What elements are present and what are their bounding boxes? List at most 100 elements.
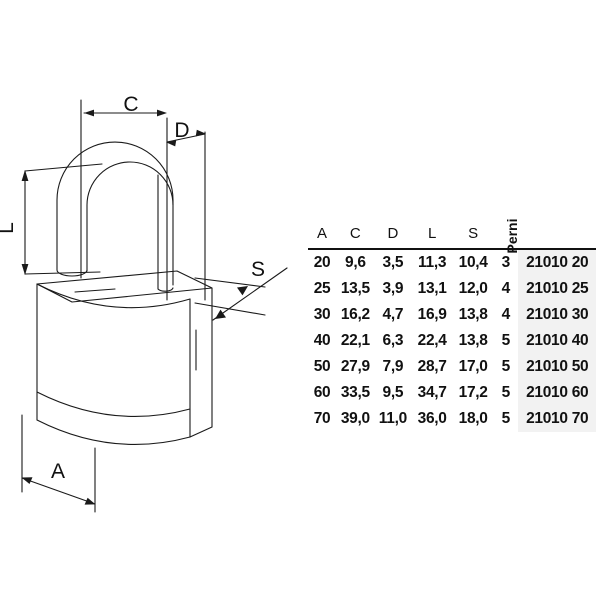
dim-label-s: S bbox=[251, 258, 265, 281]
dim-line-a bbox=[21, 477, 96, 505]
cell-s: 17,2 bbox=[458, 384, 488, 401]
cell-a: 25 bbox=[313, 280, 331, 297]
dim-arrow-c-right bbox=[157, 109, 167, 117]
perni-label: Perni bbox=[503, 218, 520, 254]
cell-s: 13,8 bbox=[458, 332, 488, 349]
cell-d: 3,9 bbox=[382, 280, 404, 297]
dim-label-l: L bbox=[0, 222, 18, 234]
cell-a: 70 bbox=[313, 410, 331, 427]
cell-code: 21010 30 bbox=[518, 302, 596, 328]
cell-a: 60 bbox=[313, 384, 331, 401]
shackle-outer-contour bbox=[56, 141, 174, 286]
ext-line-l-bottom bbox=[24, 271, 101, 275]
table-body: 20 9,6 3,5 11,3 10,4 3 21010 20 25 13,5 3,9 13,1 12… bbox=[308, 249, 596, 432]
table-row: 50 27,9 7,9 28,7 17,0 5 21010 50 bbox=[308, 354, 596, 380]
cell-code: 21010 70 bbox=[518, 406, 596, 432]
dim-arrow-a-left bbox=[21, 477, 33, 484]
cell-d: 11,0 bbox=[378, 410, 407, 427]
dim-arrow-d-right bbox=[195, 129, 206, 137]
table-header-row: A C D L S Perni bbox=[308, 200, 596, 254]
cell-c: 27,9 bbox=[340, 358, 370, 375]
dim-arrow-l-top bbox=[21, 170, 29, 181]
table-row: 40 22,1 6,3 22,4 13,8 5 21010 40 bbox=[308, 328, 596, 354]
cell-c: 33,5 bbox=[340, 384, 370, 401]
column-header-c: C bbox=[349, 225, 361, 242]
shackle-right-leg-cap bbox=[157, 287, 174, 292]
cell-c: 39,0 bbox=[340, 410, 370, 427]
table-row: 30 16,2 4,7 16,9 13,8 4 21010 30 bbox=[308, 302, 596, 328]
cell-perni: 4 bbox=[501, 280, 511, 297]
cell-c: 13,5 bbox=[340, 280, 370, 297]
shackle-inner-contour bbox=[86, 161, 174, 272]
cell-code: 21010 60 bbox=[518, 380, 596, 406]
cell-a: 20 bbox=[313, 254, 331, 271]
cell-l: 28,7 bbox=[417, 358, 447, 375]
specs-table: A C D L S Perni 20 9,6 3,5 11,3 10,4 3 21010 2… bbox=[308, 200, 596, 432]
body-front-bottom-curve bbox=[36, 419, 191, 445]
cell-d: 3,5 bbox=[382, 254, 404, 271]
cell-l: 22,4 bbox=[417, 332, 447, 349]
ext-line-s-top bbox=[194, 277, 266, 288]
cell-c: 16,2 bbox=[340, 306, 370, 323]
table-row: 25 13,5 3,9 13,1 12,0 4 21010 25 bbox=[308, 276, 596, 302]
body-front-band-line bbox=[36, 391, 191, 417]
dim-label-d: D bbox=[174, 119, 189, 142]
cell-a: 30 bbox=[313, 306, 331, 323]
dim-arrow-s-lower bbox=[215, 309, 226, 319]
cell-s: 17,0 bbox=[458, 358, 488, 375]
column-header-d: D bbox=[387, 225, 399, 242]
cell-perni: 5 bbox=[501, 384, 511, 401]
column-header-code bbox=[518, 200, 596, 249]
cell-l: 16,9 bbox=[417, 306, 447, 323]
cell-perni: 4 bbox=[501, 306, 511, 323]
body-front-top-curve bbox=[36, 283, 191, 309]
cell-perni: 5 bbox=[501, 358, 511, 375]
dim-arrow-l-bottom bbox=[21, 264, 29, 275]
cell-l: 34,7 bbox=[417, 384, 447, 401]
cell-d: 7,9 bbox=[382, 358, 404, 375]
ext-line-s-bottom bbox=[194, 302, 266, 316]
dim-label-c: C bbox=[123, 93, 138, 116]
cell-l: 11,3 bbox=[418, 254, 447, 271]
table-head: A C D L S Perni bbox=[308, 200, 596, 254]
cell-s: 18,0 bbox=[458, 410, 488, 427]
dim-arrow-c-left bbox=[84, 109, 94, 117]
cell-code: 21010 25 bbox=[518, 276, 596, 302]
table-row: 70 39,0 11,0 36,0 18,0 5 21010 70 bbox=[308, 406, 596, 432]
cell-c: 9,6 bbox=[345, 254, 366, 271]
table-row: 20 9,6 3,5 11,3 10,4 3 21010 20 bbox=[308, 249, 596, 276]
column-header-a: A bbox=[317, 225, 328, 242]
cell-perni: 3 bbox=[501, 254, 511, 271]
ext-line-l-top bbox=[24, 163, 103, 172]
cell-code: 21010 20 bbox=[518, 249, 596, 276]
cell-a: 50 bbox=[313, 358, 331, 375]
column-header-s: S bbox=[468, 225, 479, 242]
cell-d: 6,3 bbox=[382, 332, 404, 349]
cell-l: 36,0 bbox=[417, 410, 447, 427]
cell-s: 12,0 bbox=[458, 280, 488, 297]
dim-label-a: A bbox=[51, 460, 65, 483]
table-row: 60 33,5 9,5 34,7 17,2 5 21010 60 bbox=[308, 380, 596, 406]
dim-line-s bbox=[212, 267, 288, 321]
cell-c: 22,1 bbox=[340, 332, 370, 349]
body-bottom-right-edge bbox=[189, 426, 213, 438]
dim-arrow-a-right bbox=[84, 497, 96, 505]
cell-s: 10,4 bbox=[458, 254, 488, 271]
dim-arrow-s-upper bbox=[237, 286, 248, 296]
cell-s: 13,8 bbox=[458, 306, 488, 323]
cell-d: 9,5 bbox=[382, 384, 404, 401]
column-header-l: L bbox=[427, 225, 437, 242]
cell-perni: 5 bbox=[501, 410, 511, 427]
cell-d: 4,7 bbox=[382, 306, 404, 323]
cell-a: 40 bbox=[313, 332, 331, 349]
body-top-face bbox=[36, 270, 213, 303]
specification-table: A C D L S Perni 20 9,6 3,5 11,3 10,4 3 21010 2… bbox=[308, 200, 596, 460]
body-top-slot bbox=[74, 288, 116, 293]
cell-l: 13,1 bbox=[417, 280, 447, 297]
cell-perni: 5 bbox=[501, 332, 511, 349]
cell-code: 21010 40 bbox=[518, 328, 596, 354]
shackle-left-leg-cap bbox=[56, 269, 88, 277]
padlock-drawing: C D L S A bbox=[0, 93, 288, 513]
cell-code: 21010 50 bbox=[518, 354, 596, 380]
